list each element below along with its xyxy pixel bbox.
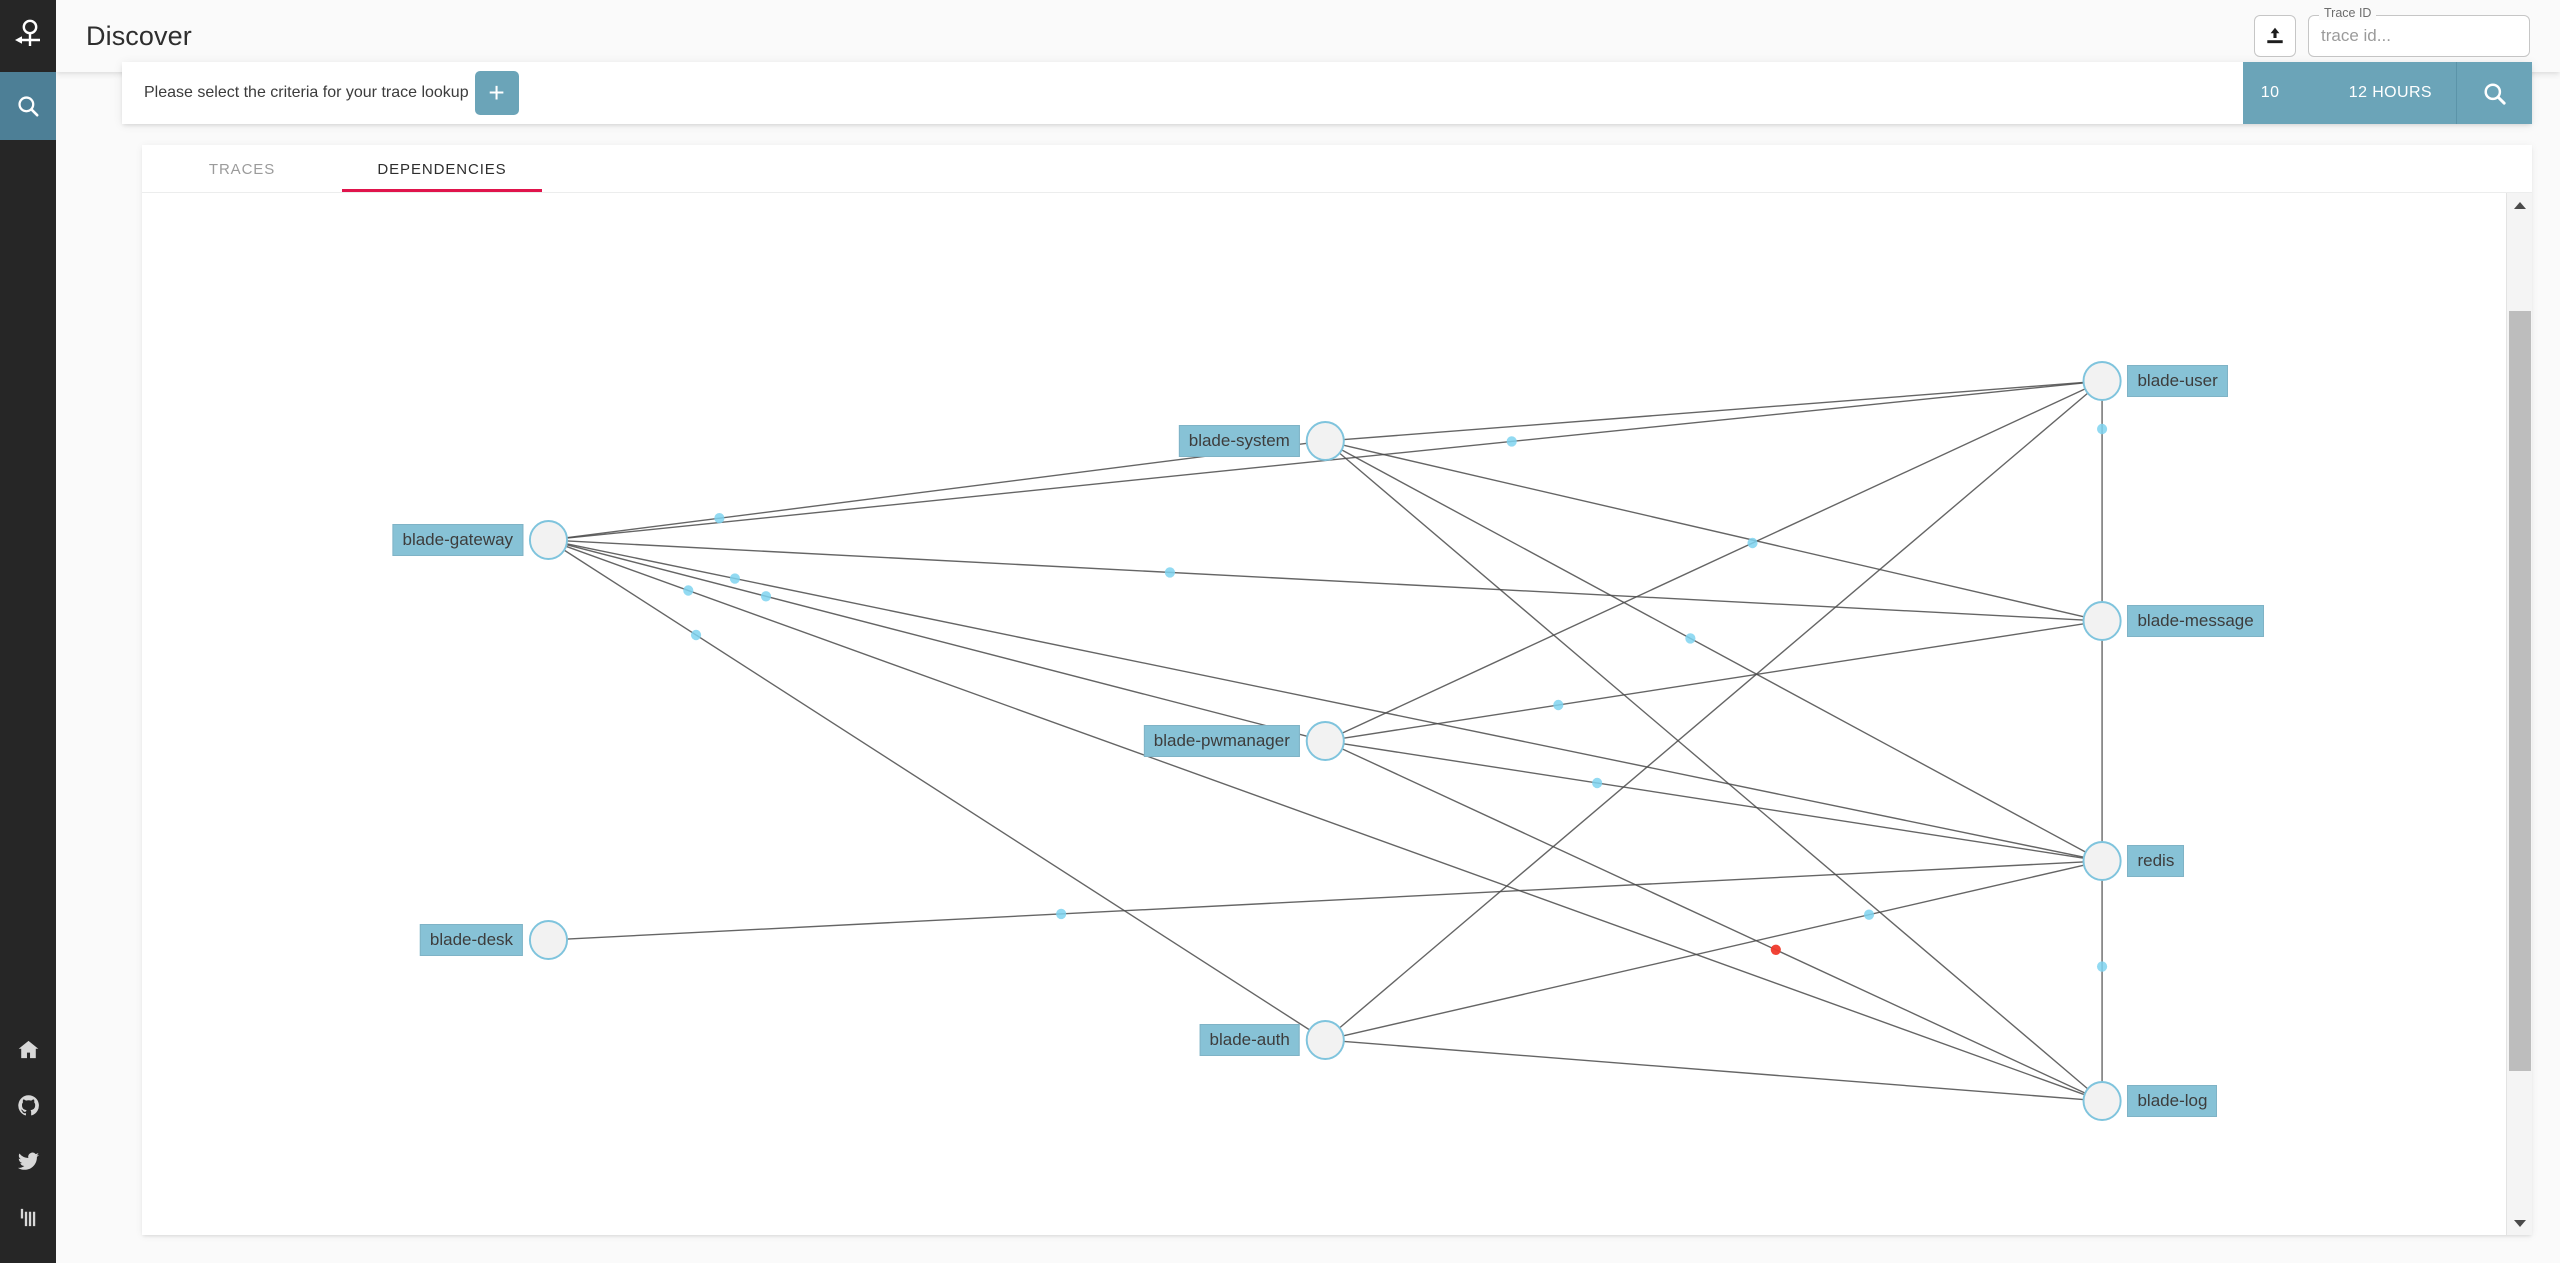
graph-edge[interactable] [563,549,1310,1031]
graph-traffic-pulse [729,573,740,584]
graph-edge[interactable] [1343,864,2085,1037]
graph-traffic-pulse [1685,633,1696,644]
graph-edges [563,381,2103,1101]
home-icon [18,1040,38,1058]
tab-bar: TRACES DEPENDENCIES [142,145,2532,193]
dependency-graph[interactable]: blade-gateway blade-system blade-pwmanager… [142,193,2532,1235]
graph-traffic-pulses [683,423,2108,972]
graph-node[interactable] [2082,601,2122,641]
sidebar-item-twitter[interactable] [0,1133,56,1189]
graph-node[interactable] [1305,421,1345,461]
graph-traffic-pulse [1770,944,1781,955]
search-icon [18,96,39,117]
zipkin-logo-icon [15,19,40,46]
graph-node[interactable] [1305,721,1345,761]
add-criteria-button[interactable]: + [474,71,519,115]
criteria-area[interactable]: Please select the criteria for your trac… [122,62,2243,124]
graph-edge[interactable] [566,543,2085,858]
main-column: Discover Trace ID Please select the c [56,0,2560,1263]
graph-edge[interactable] [1341,388,2086,734]
graph-nodes [528,361,2122,1121]
upload-trace-button[interactable] [2254,15,2296,57]
page-title: Discover [86,20,192,51]
scroll-down-button[interactable] [2507,1211,2532,1235]
graph-node-label[interactable]: blade-user [2127,365,2228,397]
search-icon [2484,82,2506,105]
graph-traffic-pulse [1506,436,1517,447]
graph-edge[interactable] [1339,392,2089,1029]
limit-value[interactable]: 10 [2260,84,2280,101]
graph-node-label[interactable]: blade-message [2127,605,2264,637]
graph-edge[interactable] [566,861,2084,940]
sidebar-item-search[interactable] [0,72,56,140]
graph-edge[interactable] [566,442,1307,539]
content-card: TRACES DEPENDENCIES blade-gateway blade-s… [142,145,2532,1235]
graph-traffic-pulse [683,585,694,596]
trace-id-field: Trace ID [2308,7,2530,57]
left-navigation-rail [0,0,56,1263]
graph-edge[interactable] [1341,449,2086,853]
scroll-up-button[interactable] [2507,193,2532,217]
graph-edge[interactable] [566,540,2084,621]
graph-traffic-pulse [1592,777,1603,789]
tab-dependencies[interactable]: DEPENDENCIES [342,145,542,193]
graph-node-label[interactable]: blade-desk [419,924,524,956]
graph-node[interactable] [2082,1081,2122,1121]
graph-edge[interactable] [1343,1040,2084,1101]
graph-traffic-pulse [1553,699,1564,711]
gitter-icon [20,1208,35,1226]
graph-traffic-pulse [690,629,702,641]
graph-node-label[interactable]: blade-pwmanager [1143,725,1300,757]
github-icon [17,1094,39,1115]
scrollbar-thumb[interactable] [2509,311,2531,1071]
twitter-icon [17,1152,39,1170]
vertical-scrollbar[interactable] [2506,193,2532,1235]
graph-edge[interactable] [565,545,2085,1096]
graph-traffic-pulse [1863,909,1875,920]
graph-edge[interactable] [1341,748,2086,1094]
graph-traffic-pulse [714,513,725,524]
graph-edge[interactable] [1339,452,2089,1090]
graph-traffic-pulse [760,591,772,602]
tab-traces[interactable]: TRACES [142,145,342,193]
zipkin-logo[interactable] [0,0,56,72]
dependency-graph-svg [528,361,2122,1121]
graph-node[interactable] [2082,841,2122,881]
criteria-hint-text: Please select the criteria for your trac… [144,84,469,101]
graph-traffic-pulse [2096,961,2108,972]
lookback-group: 10 12 HOURS [2242,62,2532,124]
chevron-down-icon [2514,1219,2526,1227]
run-search-button[interactable] [2456,62,2532,124]
upload-icon [2267,27,2283,44]
lookback-value[interactable]: 12 HOURS [2348,84,2432,101]
graph-edge[interactable] [566,543,1308,738]
graph-edge[interactable] [1343,381,2084,441]
graph-traffic-pulse [2096,423,2108,435]
sidebar-item-home[interactable] [0,1021,56,1077]
sidebar-item-gitter[interactable] [0,1189,56,1245]
sidebar-item-github[interactable] [0,1077,56,1133]
graph-traffic-pulse [1056,908,1067,920]
page-header: Discover Trace ID [56,0,2560,72]
graph-node-label[interactable]: redis [2127,845,2185,877]
graph-traffic-pulse [1747,537,1758,549]
graph-node-label[interactable]: blade-auth [1199,1024,1300,1056]
chevron-up-icon [2514,201,2526,209]
header-actions: Trace ID [2254,7,2560,57]
graph-node[interactable] [2082,361,2122,401]
graph-node-label[interactable]: blade-gateway [392,524,524,556]
graph-node[interactable] [528,920,569,960]
graph-node-label[interactable]: blade-log [2127,1085,2218,1117]
graph-node-label[interactable]: blade-system [1178,425,1300,457]
sidebar-bottom-links [0,1021,56,1245]
graph-traffic-pulse [1164,567,1175,578]
graph-edge[interactable] [1343,623,2084,739]
graph-edge[interactable] [1343,444,2085,618]
graph-edge[interactable] [1343,743,2084,859]
trace-id-input[interactable] [2321,15,2520,57]
graph-node[interactable] [528,520,569,560]
trace-search-bar: Please select the criteria for your trac… [122,62,2532,124]
graph-node[interactable] [1305,1020,1345,1060]
